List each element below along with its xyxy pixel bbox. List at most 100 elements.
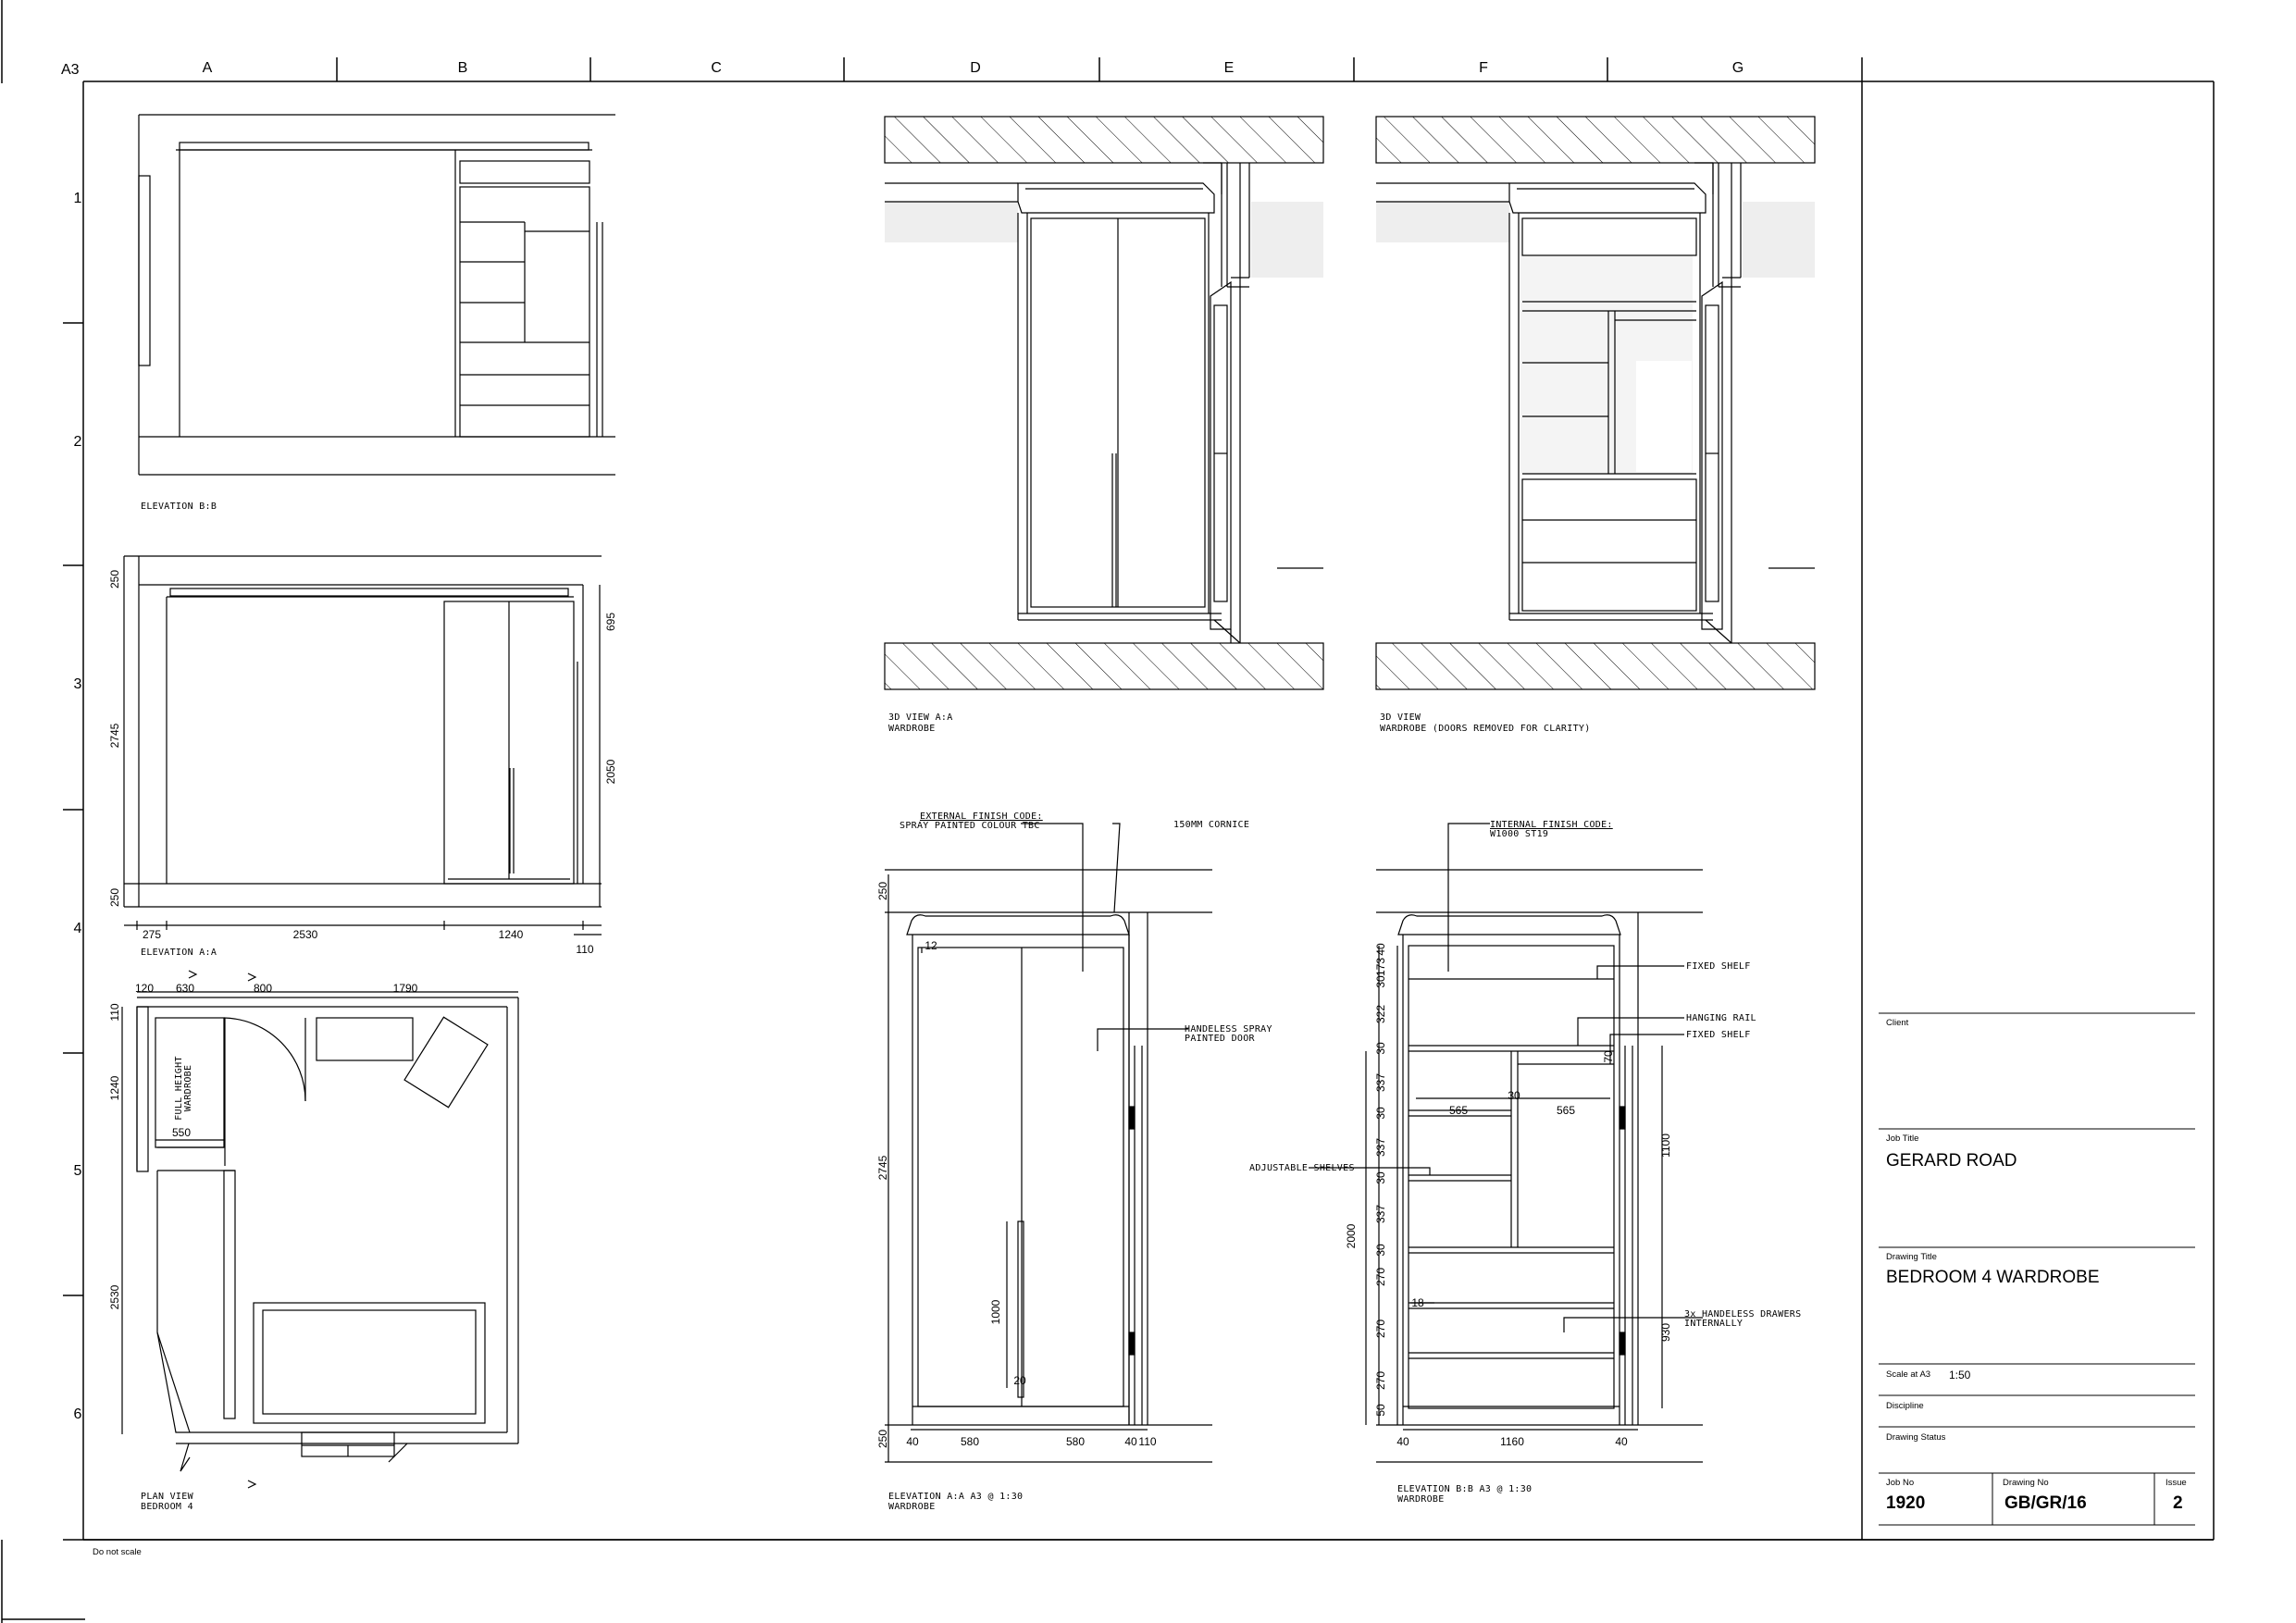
svg-text:1000: 1000 [989,1299,1002,1324]
scale-label: Scale at A3 [1886,1369,1930,1380]
svg-text:2745: 2745 [108,723,121,748]
job-title: GERARD ROAD [1886,1151,2017,1171]
svg-text:12: 12 [925,939,937,952]
grid-col-g: G [1732,60,1744,76]
svg-text:580: 580 [961,1435,979,1448]
elevation-bb-small-label: ELEVATION B:B [141,502,217,512]
svg-text:2000: 2000 [1345,1223,1358,1248]
svg-text:110: 110 [108,1003,121,1021]
svg-text:40: 40 [906,1435,919,1448]
svg-text:270: 270 [1374,1371,1387,1390]
svg-text:30: 30 [1374,1107,1387,1120]
svg-text:18: 18 [1411,1296,1424,1309]
svg-text:W1000 ST19: W1000 ST19 [1490,829,1548,839]
elevation-aa-large [885,823,1212,1463]
svg-text:30: 30 [1374,975,1387,988]
sheet-frame [1,0,2215,1623]
grid-col-b: B [458,60,468,76]
drawing-status-label: Drawing Status [1886,1432,1946,1443]
view-3d-aa [884,116,1324,690]
svg-text:150MM CORNICE: 150MM CORNICE [1173,820,1249,830]
plan-view [121,970,519,1489]
svg-text:337: 337 [1374,1073,1387,1092]
svg-text:40: 40 [1615,1435,1628,1448]
grid-row-6: 6 [74,1406,82,1422]
drawing-title-label: Drawing Title [1886,1252,1937,1262]
svg-text:INTERNALLY: INTERNALLY [1684,1319,1743,1329]
svg-text:337: 337 [1374,1205,1387,1223]
svg-text:20: 20 [1013,1374,1026,1387]
plan-view-label-2: BEDROOM 4 [141,1502,193,1512]
svg-text:800: 800 [254,982,272,995]
svg-text:WARDROBE: WARDROBE [183,1065,193,1112]
view-3d-aa-label-2: WARDROBE [888,724,936,734]
view-3d-bb-label-1: 3D VIEW [1380,712,1421,723]
drawing-no: GB/GR/16 [2004,1493,2087,1513]
svg-text:110: 110 [576,943,593,956]
grid-col-a: A [203,60,213,76]
view-3d-aa-label-1: 3D VIEW A:A [888,712,953,723]
svg-text:250: 250 [876,1430,889,1448]
svg-text:120: 120 [135,982,154,995]
svg-text:322: 322 [1374,1005,1387,1023]
svg-text:2530: 2530 [293,928,318,941]
grid-col-c: C [711,60,722,76]
view-3d-bb [1375,116,1816,690]
svg-text:EXTERNAL FINISH CODE:: EXTERNAL FINISH CODE: [920,812,1043,822]
svg-text:ADJUSTABLE SHELVES: ADJUSTABLE SHELVES [1249,1163,1355,1173]
svg-text:173: 173 [1374,958,1387,976]
grid-row-3: 3 [74,676,82,692]
issue-no: 2 [2173,1493,2183,1513]
elevation-aa-large-label-2: WARDROBE [888,1502,936,1512]
svg-text:40: 40 [1374,943,1387,956]
svg-text:695: 695 [604,613,617,631]
svg-text:HANGING RAIL: HANGING RAIL [1686,1013,1756,1023]
elevation-bb-large-label-1: ELEVATION B:B A3 @ 1:30 [1397,1484,1532,1494]
svg-text:1240: 1240 [499,928,524,941]
job-no: 1920 [1886,1493,1925,1513]
svg-text:1240: 1240 [108,1075,121,1100]
svg-text:250: 250 [876,882,889,900]
svg-text:110: 110 [1138,1435,1156,1448]
svg-text:1160: 1160 [1500,1435,1524,1448]
elevation-aa-large-notes: EXTERNAL FINISH CODE: SPRAY PAINTED COLO… [900,812,1272,1044]
title-block [1879,1012,2195,1526]
title-block-text: Client Job Title GERARD ROAD Drawing Tit… [1886,1018,2187,1513]
elevation-aa-small-label: ELEVATION A:A [141,948,217,958]
svg-text:565: 565 [1449,1104,1468,1117]
svg-text:270: 270 [1374,1268,1387,1286]
do-not-scale-note: Do not scale [93,1547,142,1557]
grid-row-5: 5 [74,1163,82,1179]
svg-text:40: 40 [1396,1435,1409,1448]
svg-text:2530: 2530 [108,1284,121,1309]
plan-view-dims: 120 630 800 1790 110 1240 550 2530 FULL … [108,982,418,1309]
svg-text:550: 550 [172,1126,191,1139]
discipline-label: Discipline [1886,1401,1924,1411]
svg-text:INTERNAL FINISH CODE:: INTERNAL FINISH CODE: [1490,820,1613,830]
svg-text:40: 40 [1124,1435,1137,1448]
svg-text:50: 50 [1374,1404,1387,1417]
job-no-label: Job No [1886,1478,1914,1488]
svg-text:30: 30 [1508,1089,1520,1102]
svg-text:HANDELESS SPRAY: HANDELESS SPRAY [1185,1024,1272,1035]
job-title-label: Job Title [1886,1134,1918,1144]
svg-text:250: 250 [108,570,121,588]
svg-text:FULL HEIGHT: FULL HEIGHT [174,1056,184,1121]
svg-text:1790: 1790 [393,982,418,995]
svg-text:SPRAY PAINTED COLOUR TBC: SPRAY PAINTED COLOUR TBC [900,821,1040,831]
svg-text:565: 565 [1557,1104,1575,1117]
svg-text:270: 270 [1374,1319,1387,1338]
elevation-aa-large-label-1: ELEVATION A:A A3 @ 1:30 [888,1492,1023,1502]
grid-col-f: F [1479,60,1488,76]
elevation-bb-large-notes: INTERNAL FINISH CODE: W1000 ST19 FIXED S… [1249,820,1801,1329]
svg-text:2050: 2050 [604,759,617,784]
svg-text:30: 30 [1374,1042,1387,1055]
svg-text:30: 30 [1374,1171,1387,1184]
elevation-bb-large-label-2: WARDROBE [1397,1494,1445,1505]
svg-text:70: 70 [1602,1050,1615,1063]
svg-text:FIXED SHELF: FIXED SHELF [1686,1030,1751,1040]
view-3d-bb-label-2: WARDROBE (DOORS REMOVED FOR CLARITY) [1380,724,1591,734]
scale-value: 1:50 [1949,1369,1971,1381]
grid-row-4: 4 [74,921,82,936]
